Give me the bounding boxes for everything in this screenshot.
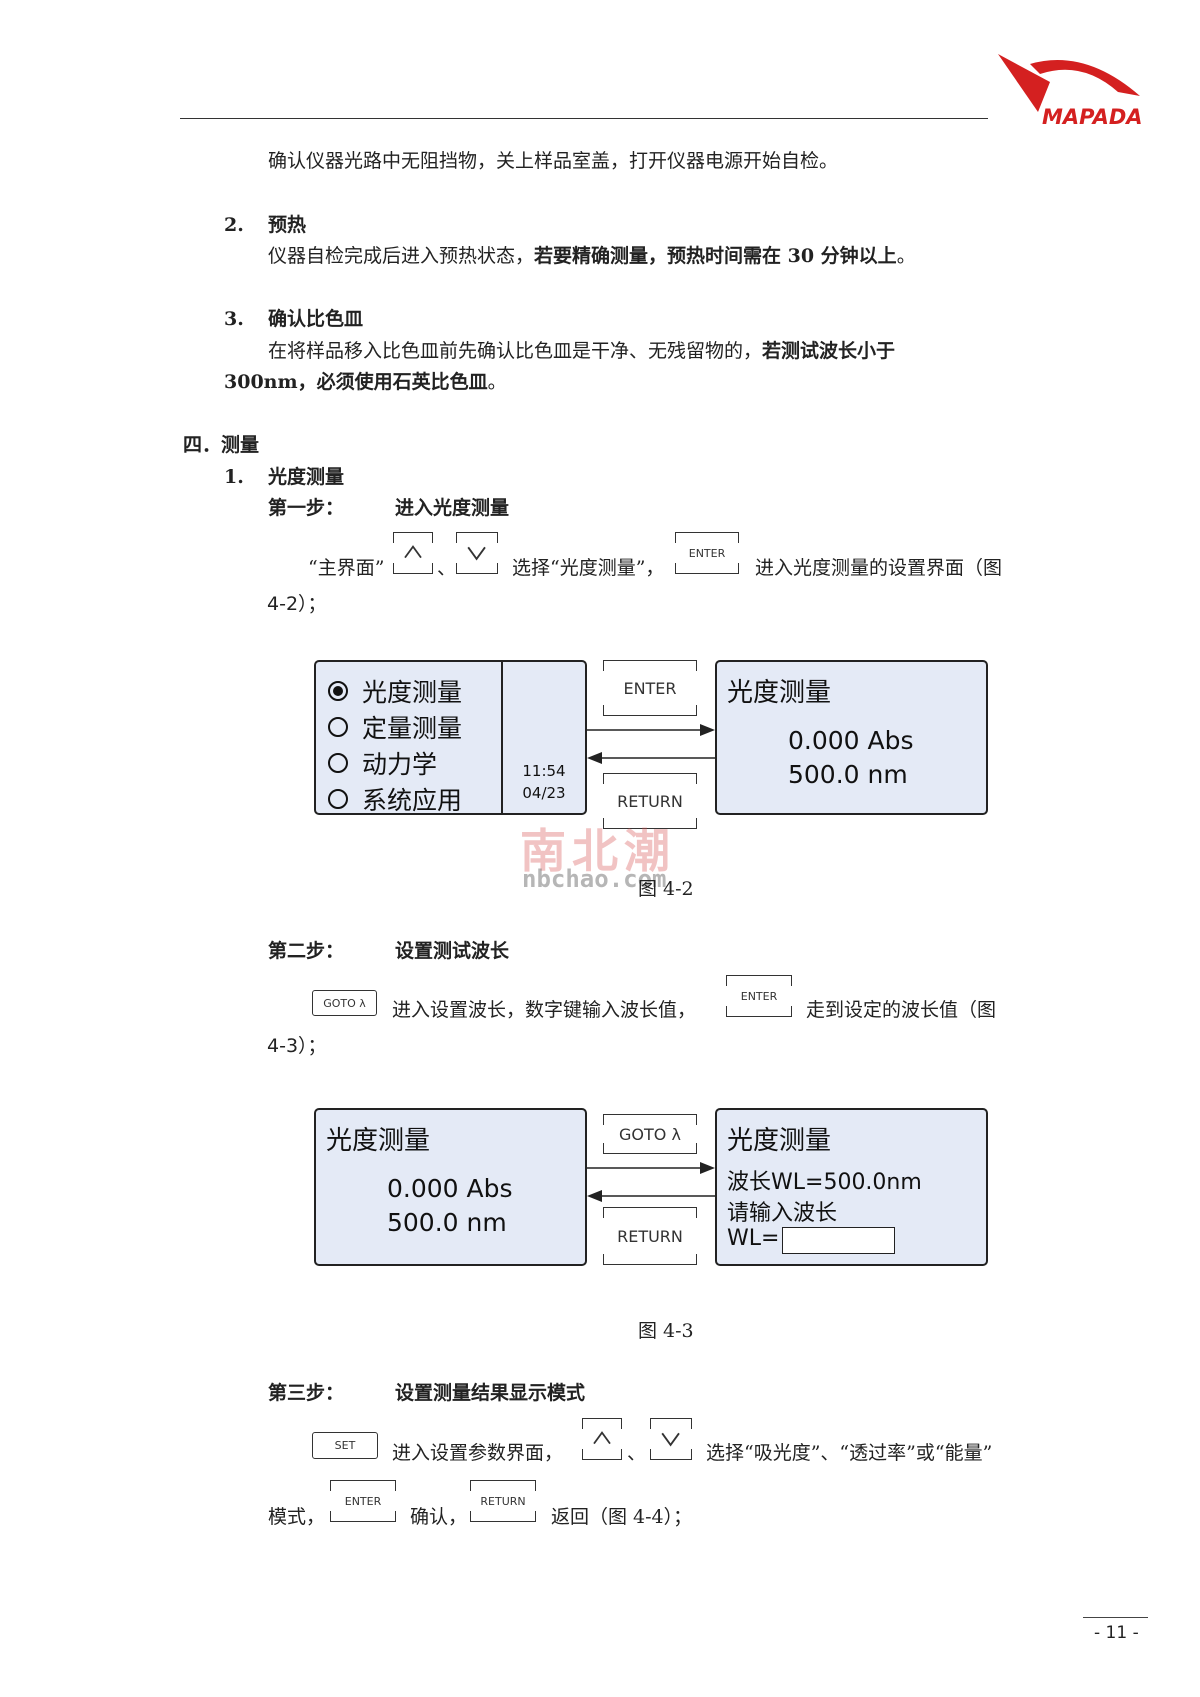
down-arrow-icon — [467, 547, 487, 561]
radio-icon — [328, 789, 348, 809]
prep-line-1: 确认仪器光路中无阻挡物，关上样品室盖，打开仪器电源开始自检。 — [268, 150, 839, 172]
step-1-text-main: “主界面” — [308, 557, 385, 579]
photometry-screen-left: 光度测量 0.000 Abs 500.0 nm — [314, 1108, 587, 1266]
step-3-text-modes: 选择“吸光度”、“透过率”或“能量” — [706, 1442, 993, 1464]
radio-icon — [328, 753, 348, 773]
enter-key[interactable]: ENTER — [675, 532, 739, 574]
wavelength-readout: 500.0 nm — [387, 1208, 507, 1237]
menu-item-photometry[interactable]: 光度测量 — [328, 673, 462, 709]
item-2-text: 仪器自检完成后进入预热状态，若要精确测量，预热时间需在 30 分钟以上。 — [268, 245, 916, 268]
step-3-text-main: 进入设置参数界面， — [392, 1442, 564, 1464]
menu-item-quantitative[interactable]: 定量测量 — [328, 709, 462, 745]
down-key[interactable] — [456, 532, 498, 574]
up-arrow-icon — [404, 545, 422, 559]
step-3-separator: 、 — [627, 1442, 647, 1464]
input-prompt: 请输入波长 — [727, 1201, 838, 1226]
step-2-label: 第二步： — [268, 940, 345, 962]
step-1-title: 进入光度测量 — [395, 497, 510, 519]
svg-text:MAPADA: MAPADA — [1042, 105, 1143, 129]
step-1-text-enter: 进入光度测量的设置界面（图 — [755, 557, 1003, 579]
step-2-title: 设置测试波长 — [395, 940, 510, 962]
clock-date: 04/23 — [522, 784, 566, 802]
step-3-text-return: 返回（图 4-4）； — [551, 1506, 693, 1528]
item-3-text-bold: 若测试波长小于 — [762, 340, 896, 362]
photometry-screen: 光度测量 0.000 Abs 500.0 nm — [715, 660, 988, 815]
wavelength-readout: 500.0 nm — [788, 760, 908, 789]
abs-readout: 0.000 Abs — [788, 726, 914, 755]
item-2-text-normal: 仪器自检完成后进入预热状态， — [268, 245, 535, 267]
step-3-title: 设置测量结果显示模式 — [395, 1382, 586, 1404]
step-2-text-main: 进入设置波长，数字键输入波长值， — [392, 999, 697, 1021]
return-key-step-3[interactable]: RETURN — [470, 1480, 536, 1522]
screen-title: 光度测量 — [727, 678, 832, 708]
down-arrow-icon — [661, 1433, 681, 1447]
return-key-diagram-2[interactable]: RETURN — [603, 1207, 697, 1265]
item-3-text-normal: 在将样品移入比色皿前先确认比色皿是干净、无残留物的， — [268, 340, 763, 362]
header-rule — [180, 118, 988, 119]
screen-title: 光度测量 — [326, 1126, 431, 1156]
item-2-text-bold: 若要精确测量，预热时间需在 30 分钟以上 — [534, 245, 897, 267]
item-2-number: 2. — [224, 214, 244, 236]
item-3-text-end: 。 — [487, 371, 507, 393]
menu-item-label: 定量测量 — [362, 714, 463, 743]
menu-item-kinetics[interactable]: 动力学 — [328, 745, 437, 781]
section-4-heading: 四．测量 — [183, 434, 260, 456]
abs-readout: 0.000 Abs — [387, 1174, 513, 1203]
wl-input-field[interactable] — [782, 1227, 895, 1254]
figure-4-2-caption: 图 4-2 — [638, 878, 694, 900]
wl-input-label: WL= — [727, 1226, 780, 1251]
menu-item-system[interactable]: 系统应用 — [328, 781, 462, 817]
item-2-title: 预热 — [268, 214, 307, 236]
up-key[interactable] — [393, 532, 433, 574]
step-2-text-go: 走到设定的波长值（图 — [806, 999, 997, 1021]
step-1-separator: 、 — [437, 557, 457, 579]
step-2-text-ref: 4-3）； — [267, 1035, 327, 1057]
main-menu-screen: 光度测量 定量测量 动力学 系统应用 11:54 04/23 — [314, 660, 587, 815]
enter-key-diagram[interactable]: ENTER — [603, 660, 697, 716]
navigation-arrows — [587, 724, 715, 764]
step-3-label: 第三步： — [268, 1382, 345, 1404]
figure-4-3-caption: 图 4-3 — [638, 1320, 694, 1342]
clock-panel: 11:54 04/23 — [501, 662, 585, 813]
goto-lambda-key[interactable]: GOTO λ — [312, 990, 377, 1016]
menu-item-label: 系统应用 — [362, 786, 463, 815]
down-key-step-3[interactable] — [650, 1418, 692, 1460]
screen-title: 光度测量 — [727, 1126, 832, 1156]
clock-time: 11:54 — [522, 762, 566, 780]
current-wavelength: 波长WL=500.0nm — [727, 1170, 922, 1195]
radio-selected-icon — [328, 681, 348, 701]
step-1-label: 第一步： — [268, 497, 345, 519]
menu-item-label: 光度测量 — [362, 678, 463, 707]
navigation-arrows-2 — [587, 1162, 715, 1202]
item-2-text-end: 。 — [896, 245, 916, 267]
page-number: - 11 - — [1094, 1623, 1139, 1643]
step-1-text-select: 选择“光度测量”， — [512, 557, 665, 579]
goto-lambda-key-diagram[interactable]: GOTO λ — [603, 1114, 697, 1154]
mapada-logo: MAPADA — [990, 52, 1180, 132]
item-3-number: 3. — [224, 308, 244, 330]
item-1-number: 1. — [224, 466, 244, 488]
step-3-text-confirm: 确认， — [410, 1506, 468, 1528]
item-3-text-bold-2: 300nm，必须使用石英比色皿 — [224, 371, 488, 393]
wavelength-input-screen: 光度测量 波长WL=500.0nm 请输入波长 WL= — [715, 1108, 988, 1266]
item-1-title: 光度测量 — [268, 466, 345, 488]
menu-item-label: 动力学 — [362, 750, 438, 779]
enter-key-step-2[interactable]: ENTER — [726, 975, 792, 1017]
footer-rule — [1083, 1617, 1148, 1618]
step-1-text-ref: 4-2）； — [267, 593, 327, 615]
up-key-step-3[interactable] — [582, 1418, 622, 1460]
item-3-text-line2: 300nm，必须使用石英比色皿。 — [224, 371, 507, 394]
item-3-title: 确认比色皿 — [268, 308, 364, 330]
up-arrow-icon — [593, 1431, 611, 1445]
return-key-diagram[interactable]: RETURN — [603, 773, 697, 829]
set-key[interactable]: SET — [312, 1432, 378, 1459]
enter-key-step-3[interactable]: ENTER — [330, 1480, 396, 1522]
step-3-text-mode: 模式， — [268, 1506, 326, 1528]
radio-icon — [328, 717, 348, 737]
item-3-text-line1: 在将样品移入比色皿前先确认比色皿是干净、无残留物的，若测试波长小于 — [268, 340, 895, 363]
